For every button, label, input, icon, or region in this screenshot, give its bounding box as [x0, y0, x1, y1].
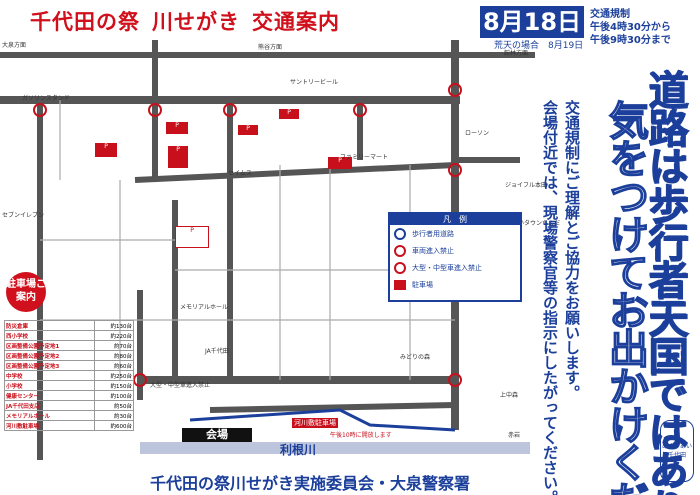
parking-name: 小学校 — [4, 380, 95, 391]
place-label: みどりの森 — [400, 354, 431, 361]
legend-item: 歩行者用道路 — [390, 225, 520, 242]
parking-count: 約250台 — [93, 370, 135, 381]
parking-count: 約70台 — [93, 340, 135, 351]
place-label: ジョイフル本田 — [505, 182, 548, 189]
parking-name: 西小学校 — [4, 330, 95, 341]
place-label: ローソン — [465, 130, 490, 137]
parking-row: 中学校約250台 — [4, 370, 135, 381]
legend-item: 車両進入禁止 — [390, 242, 520, 259]
parking-name: 防災倉庫 — [4, 320, 95, 331]
river — [140, 442, 530, 454]
parking-name: 健康センター — [4, 390, 95, 401]
parking-name: 河川敷駐車場 — [4, 420, 95, 431]
title-part-3: 交通案内 — [252, 10, 340, 34]
map-note: 大型・中型車進入禁止 — [150, 382, 211, 389]
parking-icon — [394, 279, 406, 290]
parking-marker: P — [166, 122, 188, 134]
main-roads — [0, 40, 535, 460]
slogan-line-2: 気をつけてお出かけください。 — [601, 99, 649, 495]
parking-count: 約60台 — [93, 360, 135, 371]
regulation-label: 交通規制 — [590, 9, 630, 20]
riverbank-parking-label: 河川敷駐車場 — [292, 418, 338, 428]
parking-marker: P — [175, 226, 209, 248]
parking-row: 西小学校約220台 — [4, 330, 135, 341]
truck-ban-icon — [394, 261, 406, 274]
slogan-line-4: 会場付近では、現場警察官等の指示にしたがってください。 — [541, 100, 559, 495]
place-label: 赤岩 — [508, 432, 521, 439]
place-label: 館林方面 — [504, 50, 529, 57]
pedestrian-icon — [394, 227, 406, 240]
map-note: 午後10時に開放します — [330, 432, 392, 439]
parking-marker: P — [328, 157, 352, 169]
parking-count: 約130台 — [93, 320, 135, 331]
venue-label: 会場 — [182, 428, 252, 442]
title-part-1: 千代田の祭 — [30, 10, 140, 34]
parking-count: 約80台 — [93, 350, 135, 361]
parking-marker: P — [238, 125, 258, 135]
parking-guide-title: 駐車場ご案内 — [6, 272, 46, 312]
parking-name: 区画整備公園予定地3 — [4, 360, 95, 371]
legend-item: 大型・中型車進入禁止 — [390, 259, 520, 276]
place-label: 上中森 — [500, 392, 519, 399]
parking-name: JA千代田支店 — [4, 400, 95, 411]
rain-date: 荒天の場合 8月19日 — [494, 41, 584, 51]
parking-count: 約600台 — [93, 420, 135, 431]
place-label: サントリービール — [290, 79, 339, 86]
place-label: 熊谷方面 — [258, 44, 283, 51]
closure-markers — [33, 83, 462, 387]
slogan-line-3: 交通規制にご理解とご協力をお願いします。 — [563, 100, 581, 400]
no-entry-icon — [394, 244, 406, 257]
parking-count: 約30台 — [93, 410, 135, 421]
parking-name: 中学校 — [4, 370, 95, 381]
place-label: JA千代田 — [205, 348, 229, 355]
parking-row: JA千代田支店約50台 — [4, 400, 135, 411]
parking-row: 健康センター約100台 — [4, 390, 135, 401]
parking-marker: P — [279, 109, 299, 119]
parking-name: 区画整備公園予定地1 — [4, 340, 95, 351]
parking-row: メモリアルホール約30台 — [4, 410, 135, 421]
parking-name: メモリアルホール — [4, 410, 95, 421]
parking-marker: P — [95, 143, 117, 157]
place-label: メモリアルホール — [180, 304, 228, 311]
event-date-badge: 8月18日 — [480, 6, 584, 38]
parking-row: 防災倉庫約130台 — [4, 320, 135, 331]
place-label: ファミリーマート — [340, 154, 389, 161]
parking-marker: P — [168, 146, 188, 168]
road-map — [0, 40, 535, 460]
parking-count: 約220台 — [93, 330, 135, 341]
regulation-info: 交通規制 午後4時30分から 午後9時30分まで — [590, 8, 671, 47]
parking-count: 約100台 — [93, 390, 135, 401]
place-label: セイムス — [228, 170, 252, 177]
legend-item: 駐車場 — [390, 276, 520, 293]
parking-count: 約150台 — [93, 380, 135, 391]
place-label: ふれあいタウンちよだ — [500, 220, 561, 227]
legend: 凡 例 歩行者用道路 車両進入禁止 大型・中型車進入禁止 駐車場 — [388, 212, 522, 302]
place-label: セブンイレブン — [2, 212, 45, 219]
parking-row: 小学校約150台 — [4, 380, 135, 391]
regulation-from: 午後4時30分から — [590, 22, 671, 33]
parking-name: 区画整備公園予定地2 — [4, 350, 95, 361]
place-label: ガソリンスタンド — [22, 95, 70, 102]
place-label: 大泉方面 — [2, 42, 27, 49]
page-title: 千代田の祭川せがき交通案内 — [30, 6, 450, 38]
parking-count: 約50台 — [93, 400, 135, 411]
title-part-2: 川せがき — [152, 10, 240, 34]
regulation-to: 午後9時30分まで — [590, 35, 671, 46]
pedestrian-route — [189, 408, 456, 432]
organizer-footer: 千代田の祭川せがき実施委員会・大泉警察署 — [150, 474, 471, 493]
legend-title: 凡 例 — [390, 214, 520, 225]
town-logo: めぐりあい千代田 — [660, 420, 694, 482]
river-label: 利根川 — [280, 443, 317, 457]
parking-row: 河川敷駐車場約600台 — [4, 420, 135, 431]
